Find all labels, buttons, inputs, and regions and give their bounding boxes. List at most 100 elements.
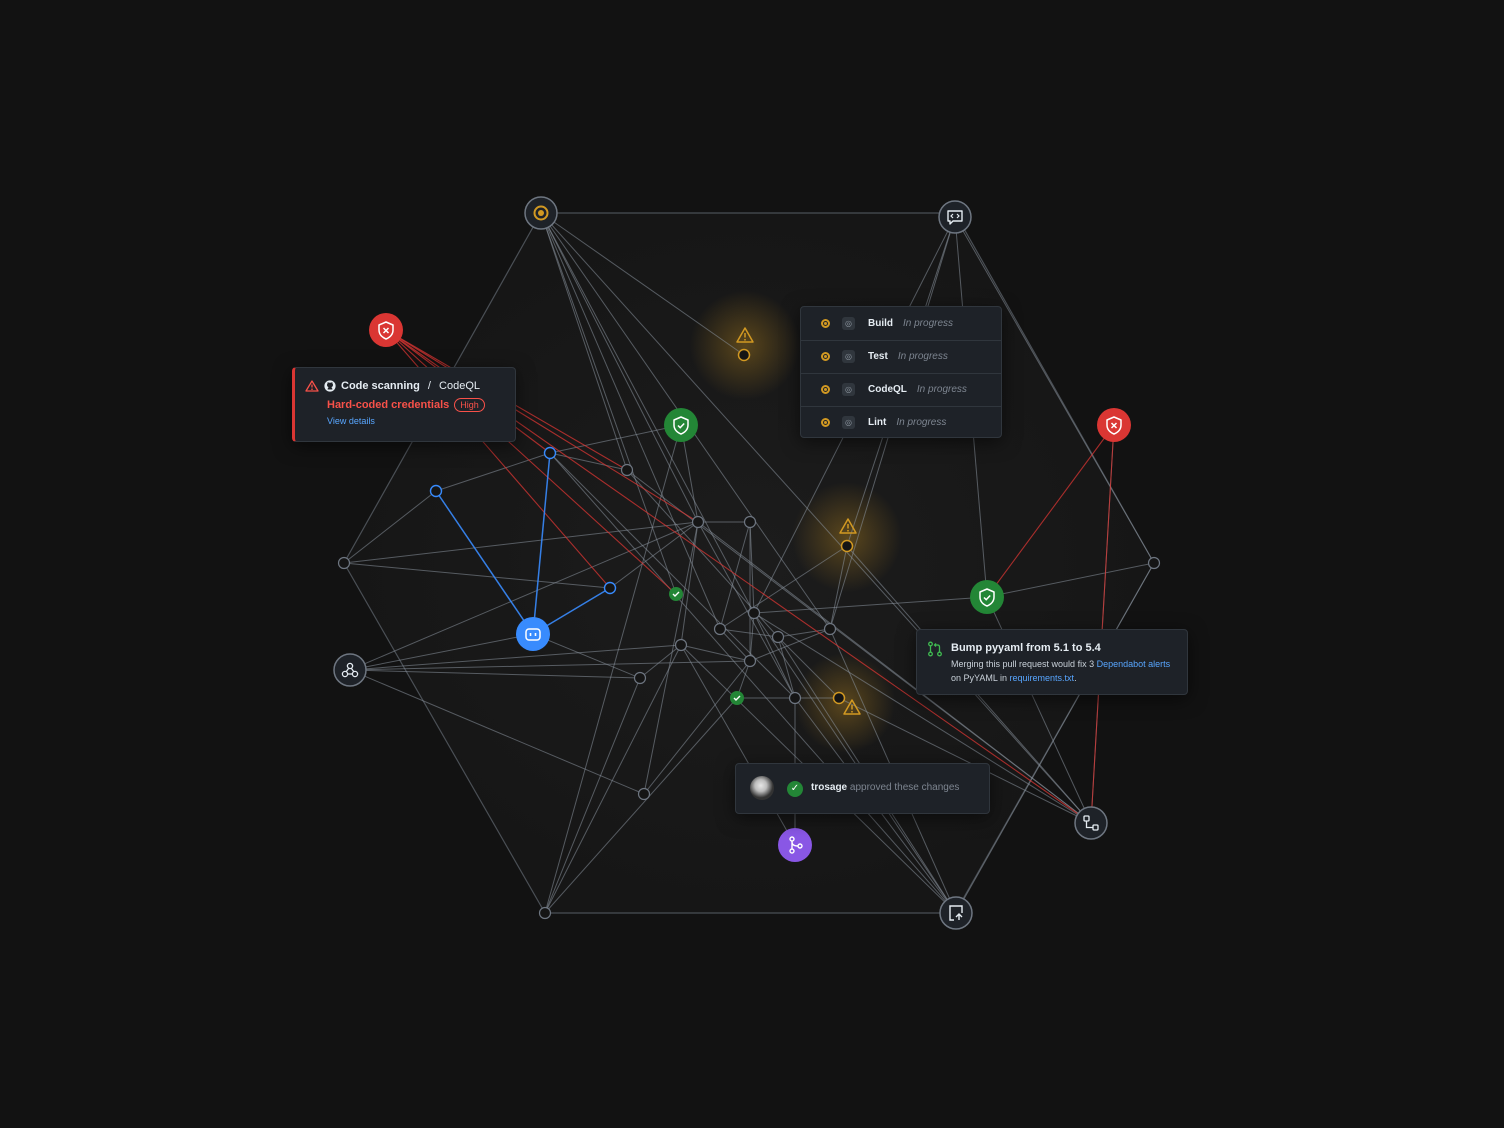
edge [349,669,641,679]
shield-check-icon[interactable] [664,408,698,442]
avatar[interactable] [750,776,774,800]
dependabot-pr-card[interactable]: Bump pyyaml from 5.1 to 5.4 Merging this… [916,629,1188,695]
edge [986,562,1155,598]
edge [349,633,534,671]
check-status: In progress [896,417,947,428]
graph-node[interactable] [771,630,785,644]
check-node[interactable] [669,587,683,601]
check-row-lint[interactable]: ◎ Lint In progress [801,406,1001,439]
edge [955,562,1155,914]
copilot-node[interactable] [429,484,443,498]
check-name: Test [868,351,888,362]
check-node[interactable] [730,691,744,705]
graph-node[interactable] [674,638,688,652]
webhook-icon[interactable] [333,653,367,687]
repo-push-icon[interactable] [939,896,973,930]
edge [753,612,1092,824]
edge [540,212,745,356]
copilot-node[interactable] [543,446,557,460]
check-row-test[interactable]: ◎ Test In progress [801,340,1001,374]
graph-node[interactable] [637,787,651,801]
check-icon[interactable] [733,695,741,701]
graph-node[interactable] [713,622,727,636]
shield-x-icon[interactable] [1097,408,1131,442]
edge [549,424,682,454]
graph-node[interactable] [1147,556,1161,570]
pr-description: Merging this pull request would fix 3 De… [951,657,1177,685]
github-icon [324,380,336,392]
alert-edge [385,329,699,523]
edge [343,562,611,589]
warning-glow [792,482,902,592]
alert-title: Hard-coded credentials [327,399,450,411]
edge [954,216,1155,564]
severity-badge: High [454,398,485,412]
graph-node[interactable] [743,654,757,668]
edge [829,545,848,630]
copilot-icon[interactable] [516,617,550,651]
edge [719,545,848,630]
edge [680,521,699,646]
check-row-build[interactable]: ◎ Build In progress [801,307,1001,341]
graph-node[interactable] [633,671,647,685]
graph-node[interactable] [538,906,552,920]
warning-glow [795,653,895,753]
edge [643,660,751,795]
git-merge-icon[interactable] [778,828,812,862]
graph-node[interactable] [691,515,705,529]
graph-node[interactable] [743,515,757,529]
code-scanning-alert-card[interactable]: Code scanning / CodeQL Hard-coded creden… [292,367,516,442]
check-icon[interactable] [672,591,680,597]
edge [777,636,840,699]
tool-name: Code scanning [341,380,420,392]
workflow-icon[interactable] [1074,806,1108,840]
graph-node[interactable] [337,556,351,570]
edge [719,628,751,662]
edge [349,669,645,795]
review-approval-card: ✓ trosage approved these changes [735,763,990,814]
check-status: In progress [916,384,967,395]
edge [749,612,755,662]
edge [719,628,779,638]
edge [549,452,628,471]
requirements-link[interactable]: requirements.txt [1009,673,1075,683]
dependabot-alerts-link[interactable]: Dependabot alerts [1096,659,1171,669]
edge [838,697,1092,824]
code-review-icon[interactable] [938,200,972,234]
warning-node[interactable] [737,348,751,362]
warning-node[interactable] [832,691,846,705]
check-circle-icon: ✓ [787,781,803,797]
alert-icon[interactable] [736,327,754,343]
edge [349,660,751,671]
graph-node[interactable] [620,463,634,477]
warning-node[interactable] [840,539,854,553]
check-row-codeql[interactable]: ◎ CodeQL In progress [801,373,1001,407]
edge [753,596,988,614]
view-details-link[interactable]: View details [327,416,375,426]
graph-node[interactable] [823,622,837,636]
edge [609,521,699,589]
edge [343,490,437,564]
status-ring-icon[interactable] [524,196,558,230]
reviewer-name[interactable]: trosage [811,782,848,793]
copilot-edge [435,490,534,635]
graph-node[interactable] [747,606,761,620]
actions-app-icon: ◎ [842,416,855,429]
edge [697,521,796,699]
pr-desc-text: Merging this pull request would fix 3 [951,659,1097,669]
actions-app-icon: ◎ [842,383,855,396]
edge [435,452,551,492]
alert-icon[interactable] [843,699,861,715]
check-status: In progress [903,318,954,329]
shield-check-icon[interactable] [970,580,1004,614]
edge [544,644,682,914]
in-progress-icon [821,385,830,394]
edge [544,697,738,914]
graph-node[interactable] [788,691,802,705]
shield-x-icon[interactable] [369,313,403,347]
alert-icon[interactable] [839,518,857,534]
nodes [337,348,1161,920]
checks-list-card: ◎ Build In progress ◎ Test In progress ◎… [800,306,1002,438]
copilot-node[interactable] [603,581,617,595]
